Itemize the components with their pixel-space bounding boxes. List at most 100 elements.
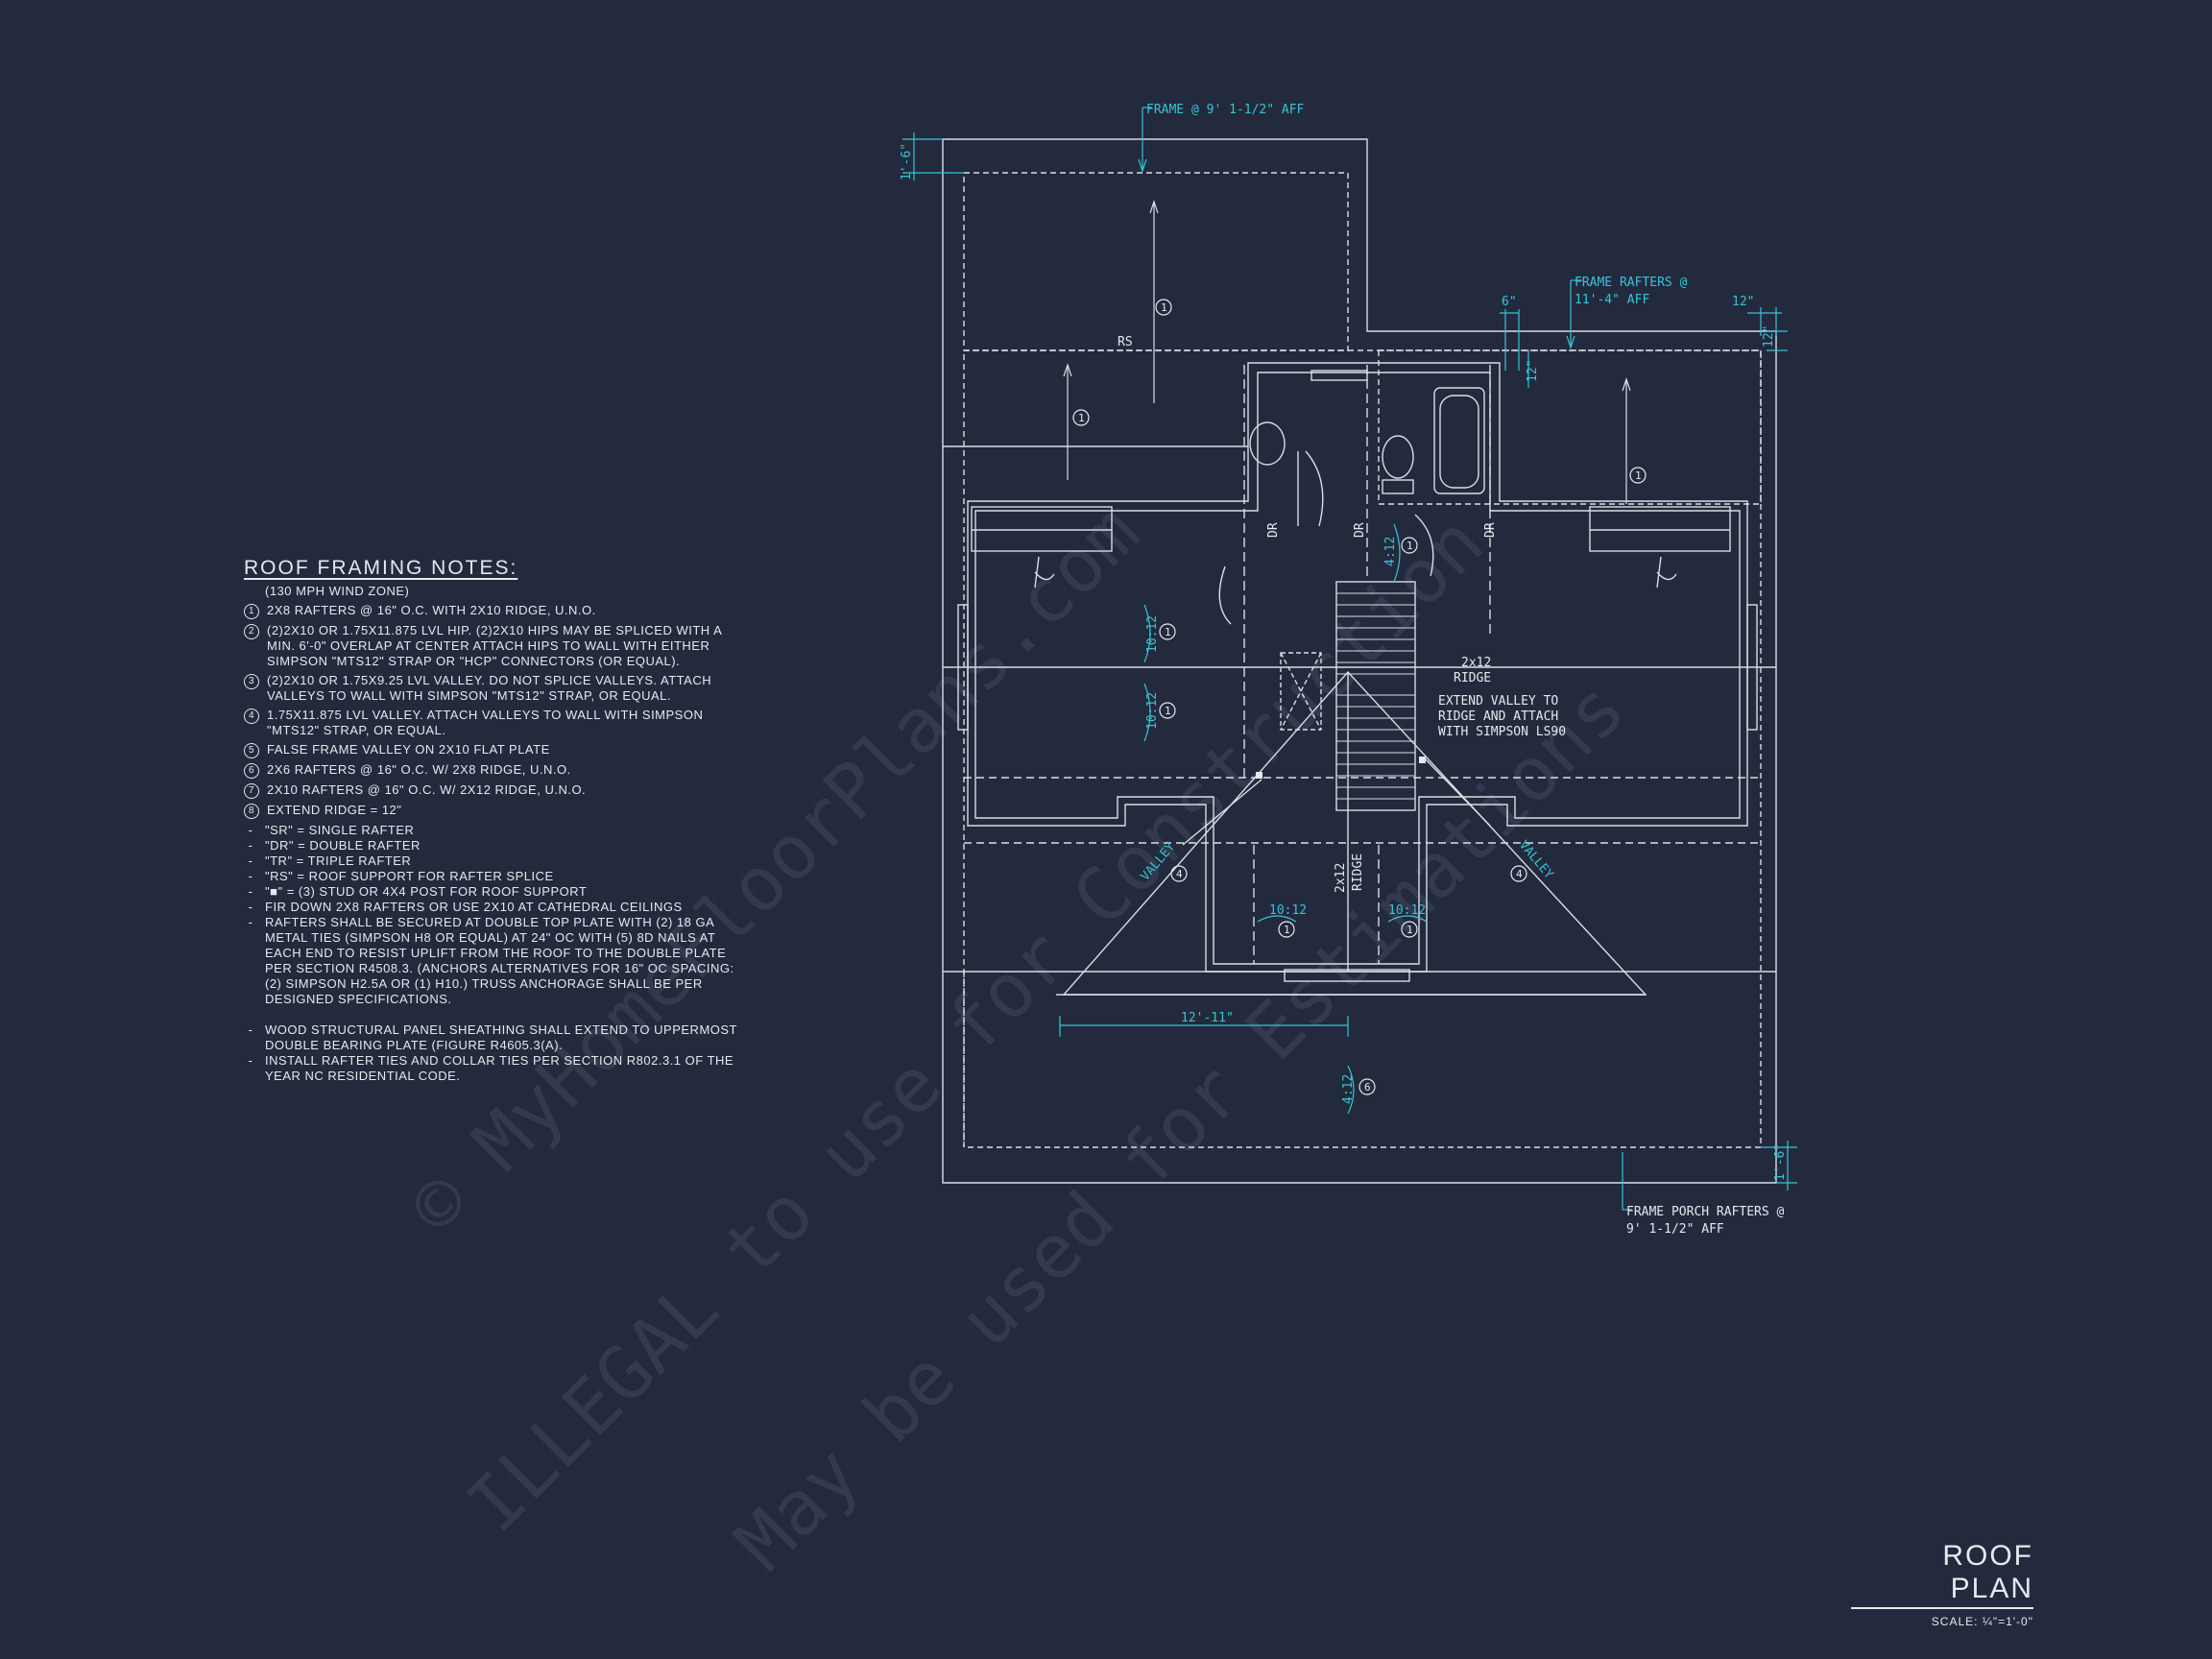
callout-extend-valley-1: EXTEND VALLEY TO	[1438, 694, 1558, 709]
upper-porch-roof	[963, 172, 1349, 351]
callout-extend-valley-2: RIDGE AND ATTACH	[1438, 709, 1558, 724]
legend-item: -FIR DOWN 2x8 RAFTERS OR USE 2x10 AT CAT…	[244, 900, 743, 915]
tag-4-b: 4	[1516, 868, 1523, 880]
legend-bullet: -	[248, 838, 253, 853]
notes-heading: ROOF FRAMING NOTES:	[244, 557, 518, 579]
note-number: 5	[244, 743, 259, 758]
dim-1-6-bot: 1'-6"	[1773, 1143, 1788, 1181]
tag-6: 6	[1364, 1081, 1371, 1094]
note-text: EXTEND RIDGE = 12"	[267, 803, 402, 817]
callout-frame-porch-1: FRAME PORCH RAFTERS @	[1626, 1205, 1785, 1219]
front-porch-step	[1284, 969, 1410, 982]
support-posts	[1256, 757, 1426, 779]
house-walls-inner	[974, 372, 1741, 965]
note-text: (2)2x10 OR 1.75x9.25 LVL VALLEY. DO NOT …	[267, 673, 712, 703]
tag-1-g: 1	[1284, 924, 1290, 936]
note-item: 5 FALSE FRAME VALLEY ON 2x10 FLAT PLATE	[244, 742, 743, 758]
notes-subheading: (130 MPH WIND ZONE)	[265, 584, 410, 598]
legend2-items: -WOOD STRUCTURAL PANEL SHEATHING SHALL E…	[244, 1022, 743, 1084]
note-number: 1	[244, 604, 259, 619]
note-text: 2x6 RAFTERS @ 16" O.C. W/ 2x8 RIDGE, U.N…	[267, 762, 571, 777]
legend-item: -RAFTERS SHALL BE SECURED AT DOUBLE TOP …	[244, 915, 743, 1007]
legend-bullet: -	[248, 1022, 253, 1037]
note-number: 6	[244, 763, 259, 779]
stairs	[1335, 581, 1416, 811]
legend-bullet: -	[248, 884, 253, 899]
label-dr-c: DR	[1483, 522, 1498, 538]
legend-text: "SR" = SINGLE RAFTER	[265, 823, 415, 837]
legend-bullet: -	[248, 900, 253, 914]
note-text: FALSE FRAME VALLEY ON 2x10 FLAT PLATE	[267, 742, 550, 757]
valley-right	[1424, 757, 1491, 827]
callout-frame-rafters-2: 11'-4" AFF	[1575, 293, 1649, 307]
legend-items: -"SR" = SINGLE RAFTER-"DR" = DOUBLE RAFT…	[244, 823, 743, 1007]
note-text: 1.75x11.875 LVL VALLEY. ATTACH VALLEYS T…	[267, 708, 704, 737]
plan-labels: RS DR DR DR 2x12 RIDGE 2x12 RIDGE EXTEND…	[1118, 335, 1785, 1237]
note-number: 3	[244, 674, 259, 689]
right-porch-roof	[1378, 349, 1762, 505]
note-number: 2	[244, 624, 259, 639]
legend-item: -WOOD STRUCTURAL PANEL SHEATHING SHALL E…	[244, 1022, 743, 1053]
note-item: 6 2x6 RAFTERS @ 16" O.C. W/ 2x8 RIDGE, U.…	[244, 762, 743, 779]
dim-1-6-top: 1'-6"	[900, 143, 914, 180]
dim-6: 6"	[1502, 295, 1517, 309]
tag-1-f: 1	[1407, 540, 1413, 552]
label-2x12-a: 2x12	[1461, 656, 1491, 670]
note-items: 1 2x8 RAFTERS @ 16" O.C. WITH 2x10 RIDGE,…	[244, 603, 743, 819]
callout-frame-porch-2: 9' 1-1/2" AFF	[1626, 1222, 1724, 1237]
note-text: 2x10 RAFTERS @ 16" O.C. W/ 2x12 RIDGE, U…	[267, 782, 587, 797]
label-dr-a: DR	[1266, 522, 1281, 538]
tub	[1433, 387, 1485, 494]
legend-bullet: -	[248, 1053, 253, 1068]
note-item: 3 (2)2x10 OR 1.75x9.25 LVL VALLEY. DO NOT…	[244, 673, 743, 704]
pitch-4-12-b: 4:12	[1341, 1074, 1356, 1104]
callout-frame-top: FRAME @ 9' 1-1/2" AFF	[1146, 103, 1305, 117]
legend-text: RAFTERS SHALL BE SECURED AT DOUBLE TOP P…	[265, 915, 734, 1006]
legend-text: FIR DOWN 2x8 RAFTERS OR USE 2x10 AT CATH…	[265, 900, 683, 914]
dim-12-a: 12"	[1732, 295, 1754, 309]
legend-bullet: -	[248, 869, 253, 883]
tag-1-d: 1	[1165, 626, 1171, 638]
tag-1-h: 1	[1407, 924, 1413, 936]
tag-1-a: 1	[1161, 301, 1167, 314]
dim-12-c: 12"	[1526, 360, 1540, 382]
label-2x12-b: 2x12	[1334, 863, 1348, 893]
legend-bullet: -	[248, 915, 253, 929]
note-item: 1 2x8 RAFTERS @ 16" O.C. WITH 2x10 RIDGE,…	[244, 603, 743, 619]
legend-item: -"DR" = DOUBLE RAFTER	[244, 838, 743, 854]
label-rs: RS	[1118, 335, 1133, 349]
tag-1-b: 1	[1078, 412, 1085, 424]
house-walls	[967, 362, 1748, 973]
rafter-arrows	[1063, 200, 1631, 504]
legend-item: -"SR" = SINGLE RAFTER	[244, 823, 743, 838]
legend-bullet: -	[248, 854, 253, 868]
pitch-4-12-a: 4:12	[1383, 537, 1398, 566]
legend-item: -"TR" = TRIPLE RAFTER	[244, 854, 743, 869]
note-text: 2x8 RAFTERS @ 16" O.C. WITH 2x10 RIDGE, …	[267, 603, 596, 617]
tag-1-c: 1	[1635, 469, 1642, 482]
pitch-10-12-c: 10:12	[1269, 903, 1307, 918]
pitch-10-12-d: 10:12	[1388, 903, 1426, 918]
note-item: 2(2)2x10 OR 1.75x11.875 LVL HIP. (2)2x10…	[244, 623, 743, 669]
drawing-scale: SCALE: ¼"=1'-0"	[1931, 1615, 2033, 1628]
legend-text: "RS" = ROOF SUPPORT FOR RAFTER SPLICE	[265, 869, 554, 883]
left-dormer	[971, 506, 1113, 552]
legend-text: "TR" = TRIPLE RAFTER	[265, 854, 412, 868]
plan-tags: 1 1 1 1 1 1 1 1 4 4 6	[1072, 299, 1647, 1095]
note-item: 72x10 RAFTERS @ 16" O.C. W/ 2x12 RIDGE, …	[244, 782, 743, 799]
tag-4-a: 4	[1176, 868, 1183, 880]
toilet	[1382, 435, 1414, 479]
label-ridge-a: RIDGE	[1454, 671, 1491, 685]
roof-framing-notes: ROOF FRAMING NOTES: (130 MPH WIND ZONE) …	[244, 557, 743, 1084]
chimney-box	[1280, 652, 1322, 731]
legend-text: "■" = (3) STUD OR 4x4 POST FOR ROOF SUPP…	[265, 884, 588, 899]
title-block: ROOF PLAN SCALE: ¼"=1'-0"	[1851, 1540, 2033, 1628]
note-item: 41.75x11.875 LVL VALLEY. ATTACH VALLEYS …	[244, 708, 743, 738]
valley-left	[1182, 779, 1262, 846]
drawing-title: ROOF PLAN	[1851, 1540, 2033, 1609]
right-dormer	[1589, 506, 1731, 552]
main-roof-dashed	[963, 349, 1762, 1148]
callout-frame-rafters-1: FRAME RAFTERS @	[1575, 276, 1688, 290]
